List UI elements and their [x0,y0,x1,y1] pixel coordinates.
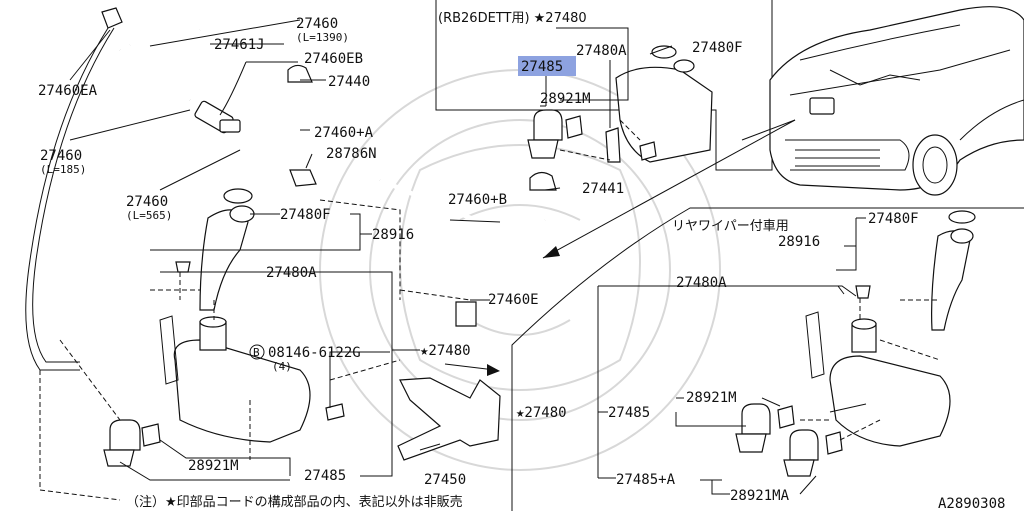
label-27460e: 27460E [488,292,539,308]
label-28921m: 28921M [188,458,239,474]
label-star-27480-mid: ★27480 [420,343,471,359]
diagram-id: A2890308 [938,496,1005,511]
label-28916: 28916 [372,227,414,243]
label-bolt-code: 08146-6122G [268,345,361,361]
rear-wiper-reservoir-assembly [735,210,976,477]
footnote: （注）★印部品コードの構成部品の内、表記以外は非販売 [126,494,463,510]
car-front-illustration [769,6,1024,196]
location-arrow-main [542,119,796,259]
label-27441: 27441 [582,181,624,197]
label-rb-27480f: 27480F [692,40,743,56]
label-27480a: 27480A [266,265,317,281]
label-27485: 27485 [304,468,346,484]
part-labels: 27460 (L=1390) 27461J 27460EB 27440 2746… [38,11,1005,511]
label-rb-27480a: 27480A [576,43,627,59]
label-27460-b: 27460+B [448,192,507,208]
label-r-28921m: 28921M [686,390,737,406]
label-27450: 27450 [424,472,466,488]
bolt-circle-marker [249,344,265,360]
label-r-27485a: 27485+A [616,472,676,488]
hose-assembly [25,7,557,371]
label-27460-top: 27460 [296,16,338,32]
label-28786n: 28786N [326,146,377,162]
label-27460-top-length: (L=1390) [296,31,349,44]
label-27480f: 27480F [280,207,331,223]
label-r-27485: 27485 [608,405,650,421]
label-27460-mid: 27460 [40,148,82,164]
label-r-28916: 28916 [778,234,820,250]
label-27460-mid-length: (L=185) [40,163,86,176]
location-arrowhead-bracket [487,364,500,376]
main-reservoir-assembly [39,188,471,501]
label-bolt-b: B [253,346,260,359]
label-27461j: 27461J [214,37,265,53]
label-rear-wiper-title: リヤワイパー付車用 [672,219,789,234]
label-27460ea: 27460EA [38,83,98,99]
rear-wiper-boundary [511,207,1024,511]
location-arrowhead-main [543,246,560,258]
label-r-27480f: 27480F [868,211,919,227]
location-arrow-bracket [444,363,496,371]
leader-lines [69,19,867,495]
label-rb-27485: 27485 [521,59,563,75]
label-27460eb: 27460EB [304,51,363,67]
label-r-28921ma: 28921MA [730,488,790,504]
label-27460-low: 27460 [126,194,168,210]
label-r-star-27480: ★27480 [516,405,567,421]
label-27440: 27440 [328,74,370,90]
label-27460-a: 27460+A [314,125,374,141]
highlight-box-27485 [518,56,576,76]
bracket-27450 [397,377,501,461]
label-bolt-qty: (4) [272,360,292,373]
label-rb26-title: (RB26DETT用) ★27480 [438,11,587,26]
label-rb-28921m: 28921M [540,91,591,107]
location-arrow-inset [741,119,796,141]
rb26-inset-parts [518,45,713,163]
label-r-27480a: 27480A [676,275,727,291]
label-27460-low-length: (L=565) [126,209,172,222]
